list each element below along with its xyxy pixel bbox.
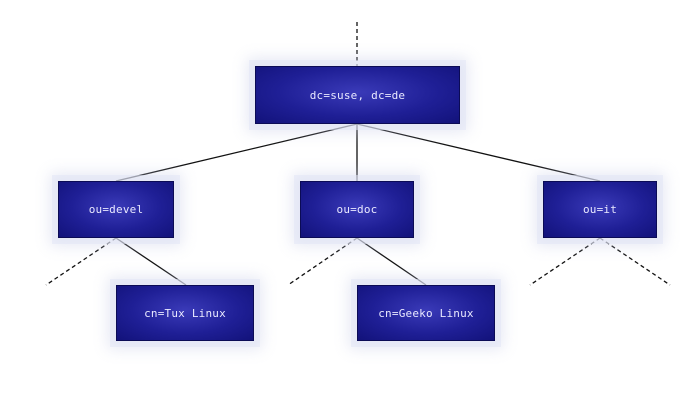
node-ou-doc: ou=doc: [300, 181, 414, 238]
node-ou-doc-label: ou=doc: [336, 203, 378, 216]
edge-doc-geeko: [356, 237, 427, 286]
node-root: dc=suse, dc=de: [255, 66, 460, 124]
node-ou-it-label: ou=it: [582, 203, 618, 216]
edge-devel-tux: [115, 237, 187, 286]
node-root-label: dc=suse, dc=de: [309, 88, 406, 102]
node-cn-geeko-label: cn=Geeko Linux: [378, 306, 474, 320]
edge-doc-more: [287, 237, 358, 286]
node-cn-tux-label: cn=Tux Linux: [144, 306, 226, 320]
edge-devel-more: [45, 237, 117, 286]
edge-it-more-right: [599, 237, 671, 286]
edge-root-devel: [115, 123, 358, 182]
node-ou-devel-label: ou=devel: [88, 203, 144, 216]
edge-root-it: [356, 123, 601, 182]
node-ou-devel: ou=devel: [58, 181, 174, 238]
node-cn-geeko: cn=Geeko Linux: [357, 285, 495, 341]
edge-it-more-left: [529, 237, 601, 286]
node-cn-tux: cn=Tux Linux: [116, 285, 254, 341]
node-ou-it: ou=it: [543, 181, 657, 238]
